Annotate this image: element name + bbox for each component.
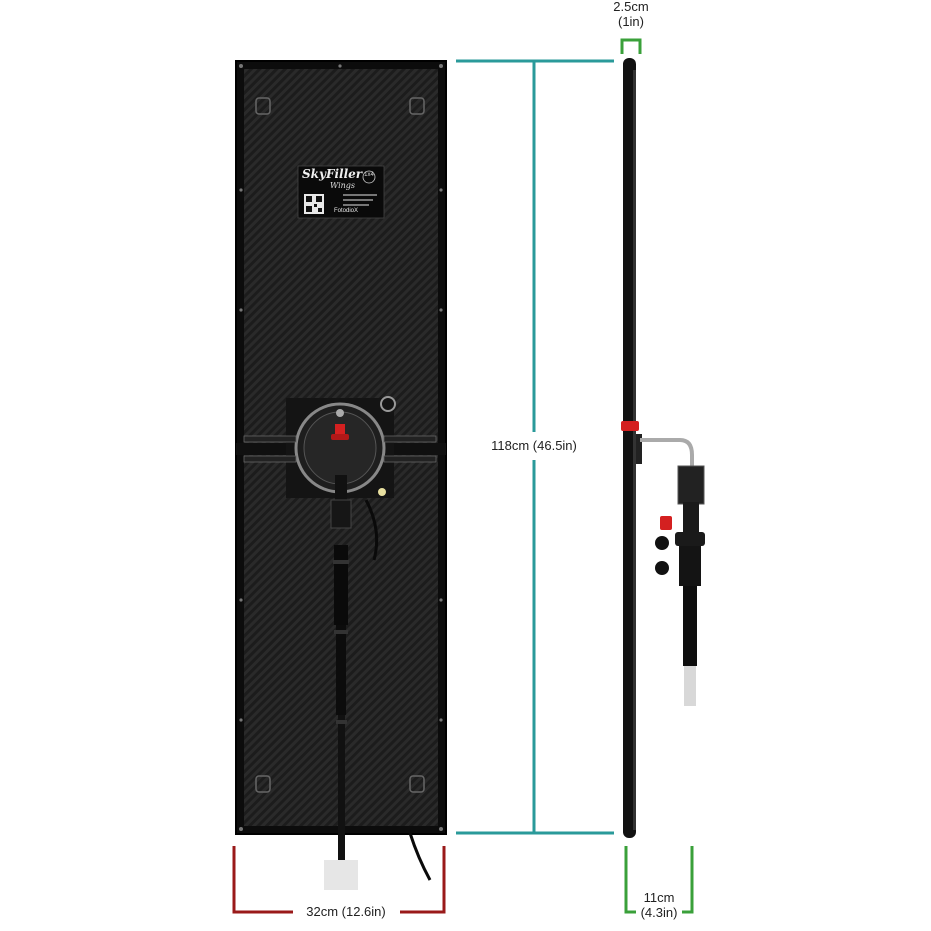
- depth-dimension-line: [624, 846, 694, 914]
- logo-subtext: Wings: [330, 181, 356, 190]
- side-panel: [621, 58, 705, 838]
- thickness-label: 2.5cm (1in): [596, 0, 666, 29]
- height-label: 118cm (46.5in): [474, 438, 594, 453]
- depth-label: 11cm (4.3in): [624, 890, 694, 920]
- depth-imperial: (4.3in): [640, 905, 678, 920]
- thickness-metric: 2.5cm: [613, 0, 649, 14]
- product-logo: SkyFiller: [302, 168, 362, 180]
- front-panel: [235, 60, 447, 890]
- size-badge: 1x4: [364, 172, 374, 178]
- width-dimension-line: [232, 846, 446, 914]
- depth-metric: 11cm: [643, 890, 675, 905]
- thickness-imperial: (1in): [617, 14, 644, 29]
- width-label: 32cm (12.6in): [306, 904, 386, 919]
- height-dimension-line: [456, 59, 614, 835]
- brand-label: FotodioX: [334, 208, 359, 214]
- logo-text: SkyFiller: [302, 167, 363, 181]
- thickness-dimension-line: [620, 38, 642, 54]
